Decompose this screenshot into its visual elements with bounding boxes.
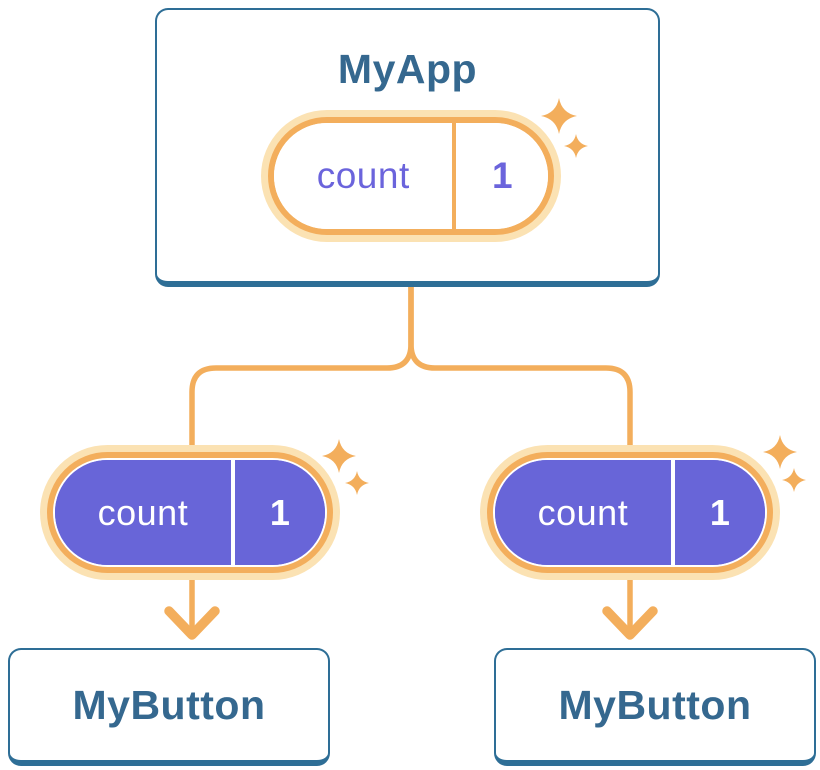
component-node-mybutton-right: MyButton [494,648,816,766]
component-label: MyButton [558,681,752,728]
state-name: count [316,155,410,196]
state-value: 1 [709,491,730,533]
sparkle-icon [782,468,806,492]
state-pill-body: count 1 [495,460,765,565]
arrowhead-left-icon [164,606,220,640]
state-value: 1 [269,491,290,533]
state-pill-root: count 1 [268,117,554,235]
sparkle-icon [345,471,369,495]
pill-divider [452,123,457,229]
component-label: MyButton [72,681,266,728]
state-name-cell: count [495,460,671,565]
component-node-mybutton-left: MyButton [8,648,330,766]
sparkle-icon [322,439,356,473]
state-pill-left-child: count 1 [47,452,333,573]
pill-divider [670,460,675,565]
state-name: count [537,491,629,533]
state-value-cell: 1 [674,460,765,565]
state-name: count [97,491,189,533]
sparkle-icon [763,435,797,469]
component-label: MyApp [337,46,478,92]
arrowhead-right-icon [602,606,658,640]
state-pill-body: count 1 [55,460,325,565]
state-value-cell: 1 [456,123,548,229]
state-name-cell: count [55,460,231,565]
state-value-cell: 1 [234,460,325,565]
state-pill-right-child: count 1 [487,452,773,573]
state-name-cell: count [274,123,453,229]
state-value: 1 [491,155,513,196]
